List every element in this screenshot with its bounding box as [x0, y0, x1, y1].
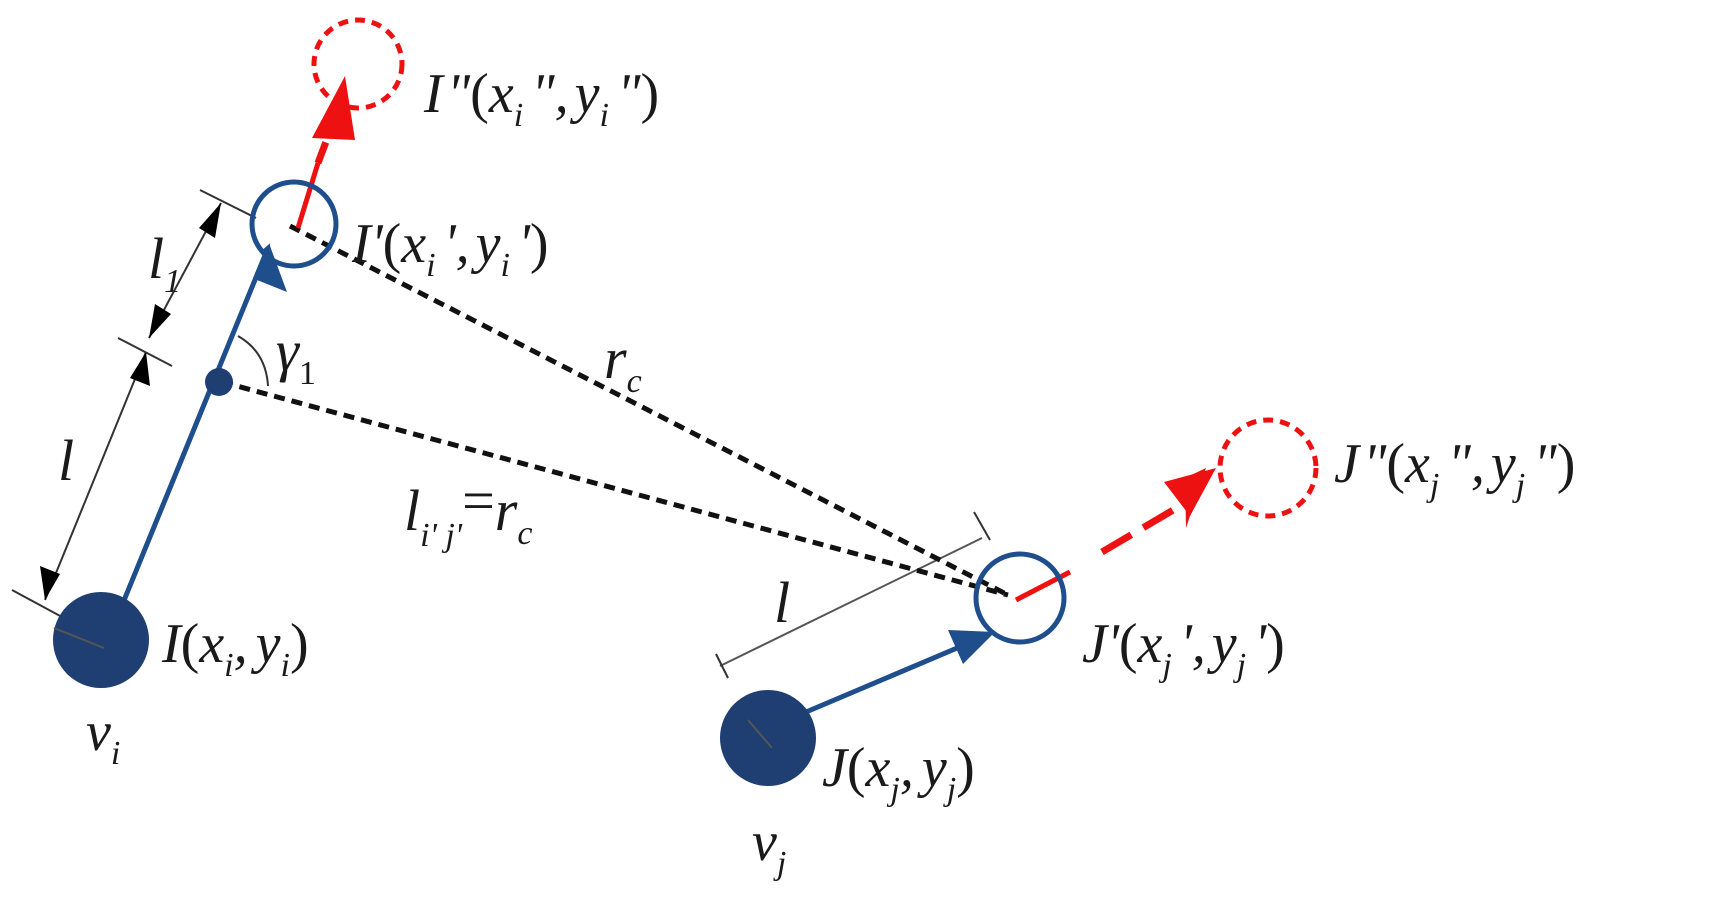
node-i-tick [53, 627, 105, 649]
dimension-l1 [148, 189, 257, 339]
angle-arc-gamma1 [237, 335, 269, 387]
predicted-circle-i [311, 17, 405, 111]
trajectory-i [104, 243, 271, 643]
node-i [53, 592, 149, 688]
predicted-segment-i [295, 162, 321, 229]
trajectory-i-arrowhead [257, 246, 287, 292]
node-mid-point [205, 368, 233, 396]
node-j-prime-circle [973, 551, 1067, 645]
label-i: I(xi,yi) [161, 613, 309, 684]
node-j [720, 690, 816, 786]
label-v-j: vj [752, 811, 786, 882]
node-j-tick [747, 719, 773, 749]
predicted-circle-j [1217, 417, 1319, 519]
label-j-double-prime: J"(xj",yj") [1334, 433, 1575, 504]
predicted-arrowhead-i [312, 76, 355, 140]
predicted-dash-j [1100, 502, 1182, 556]
label-i-prime: I'(xi',yi') [351, 213, 549, 284]
label-l1: l1 [148, 226, 181, 300]
label-j: J(xj,yj) [822, 737, 975, 808]
label-gamma1: γ1 [276, 318, 316, 392]
dashed-line-l-ij [221, 379, 1009, 598]
label-v-i: vi [86, 701, 120, 772]
label-r-c: rc [604, 326, 642, 400]
label-j-prime: J'(xj',yj') [1082, 613, 1285, 684]
label-l-right: l [774, 570, 790, 635]
dimension-l-left [11, 337, 173, 618]
node-i-prime-circle [249, 179, 339, 269]
trajectory-j-arrowhead [948, 630, 995, 664]
label-i-double-prime: I"(xi",yi") [423, 63, 659, 134]
predicted-arrowhead-j-main [1164, 468, 1216, 516]
label-l-ij-equals-rc: li' j'=rc [404, 468, 532, 554]
label-l-left: l [58, 428, 74, 493]
dashed-line-r-c [288, 223, 1010, 598]
